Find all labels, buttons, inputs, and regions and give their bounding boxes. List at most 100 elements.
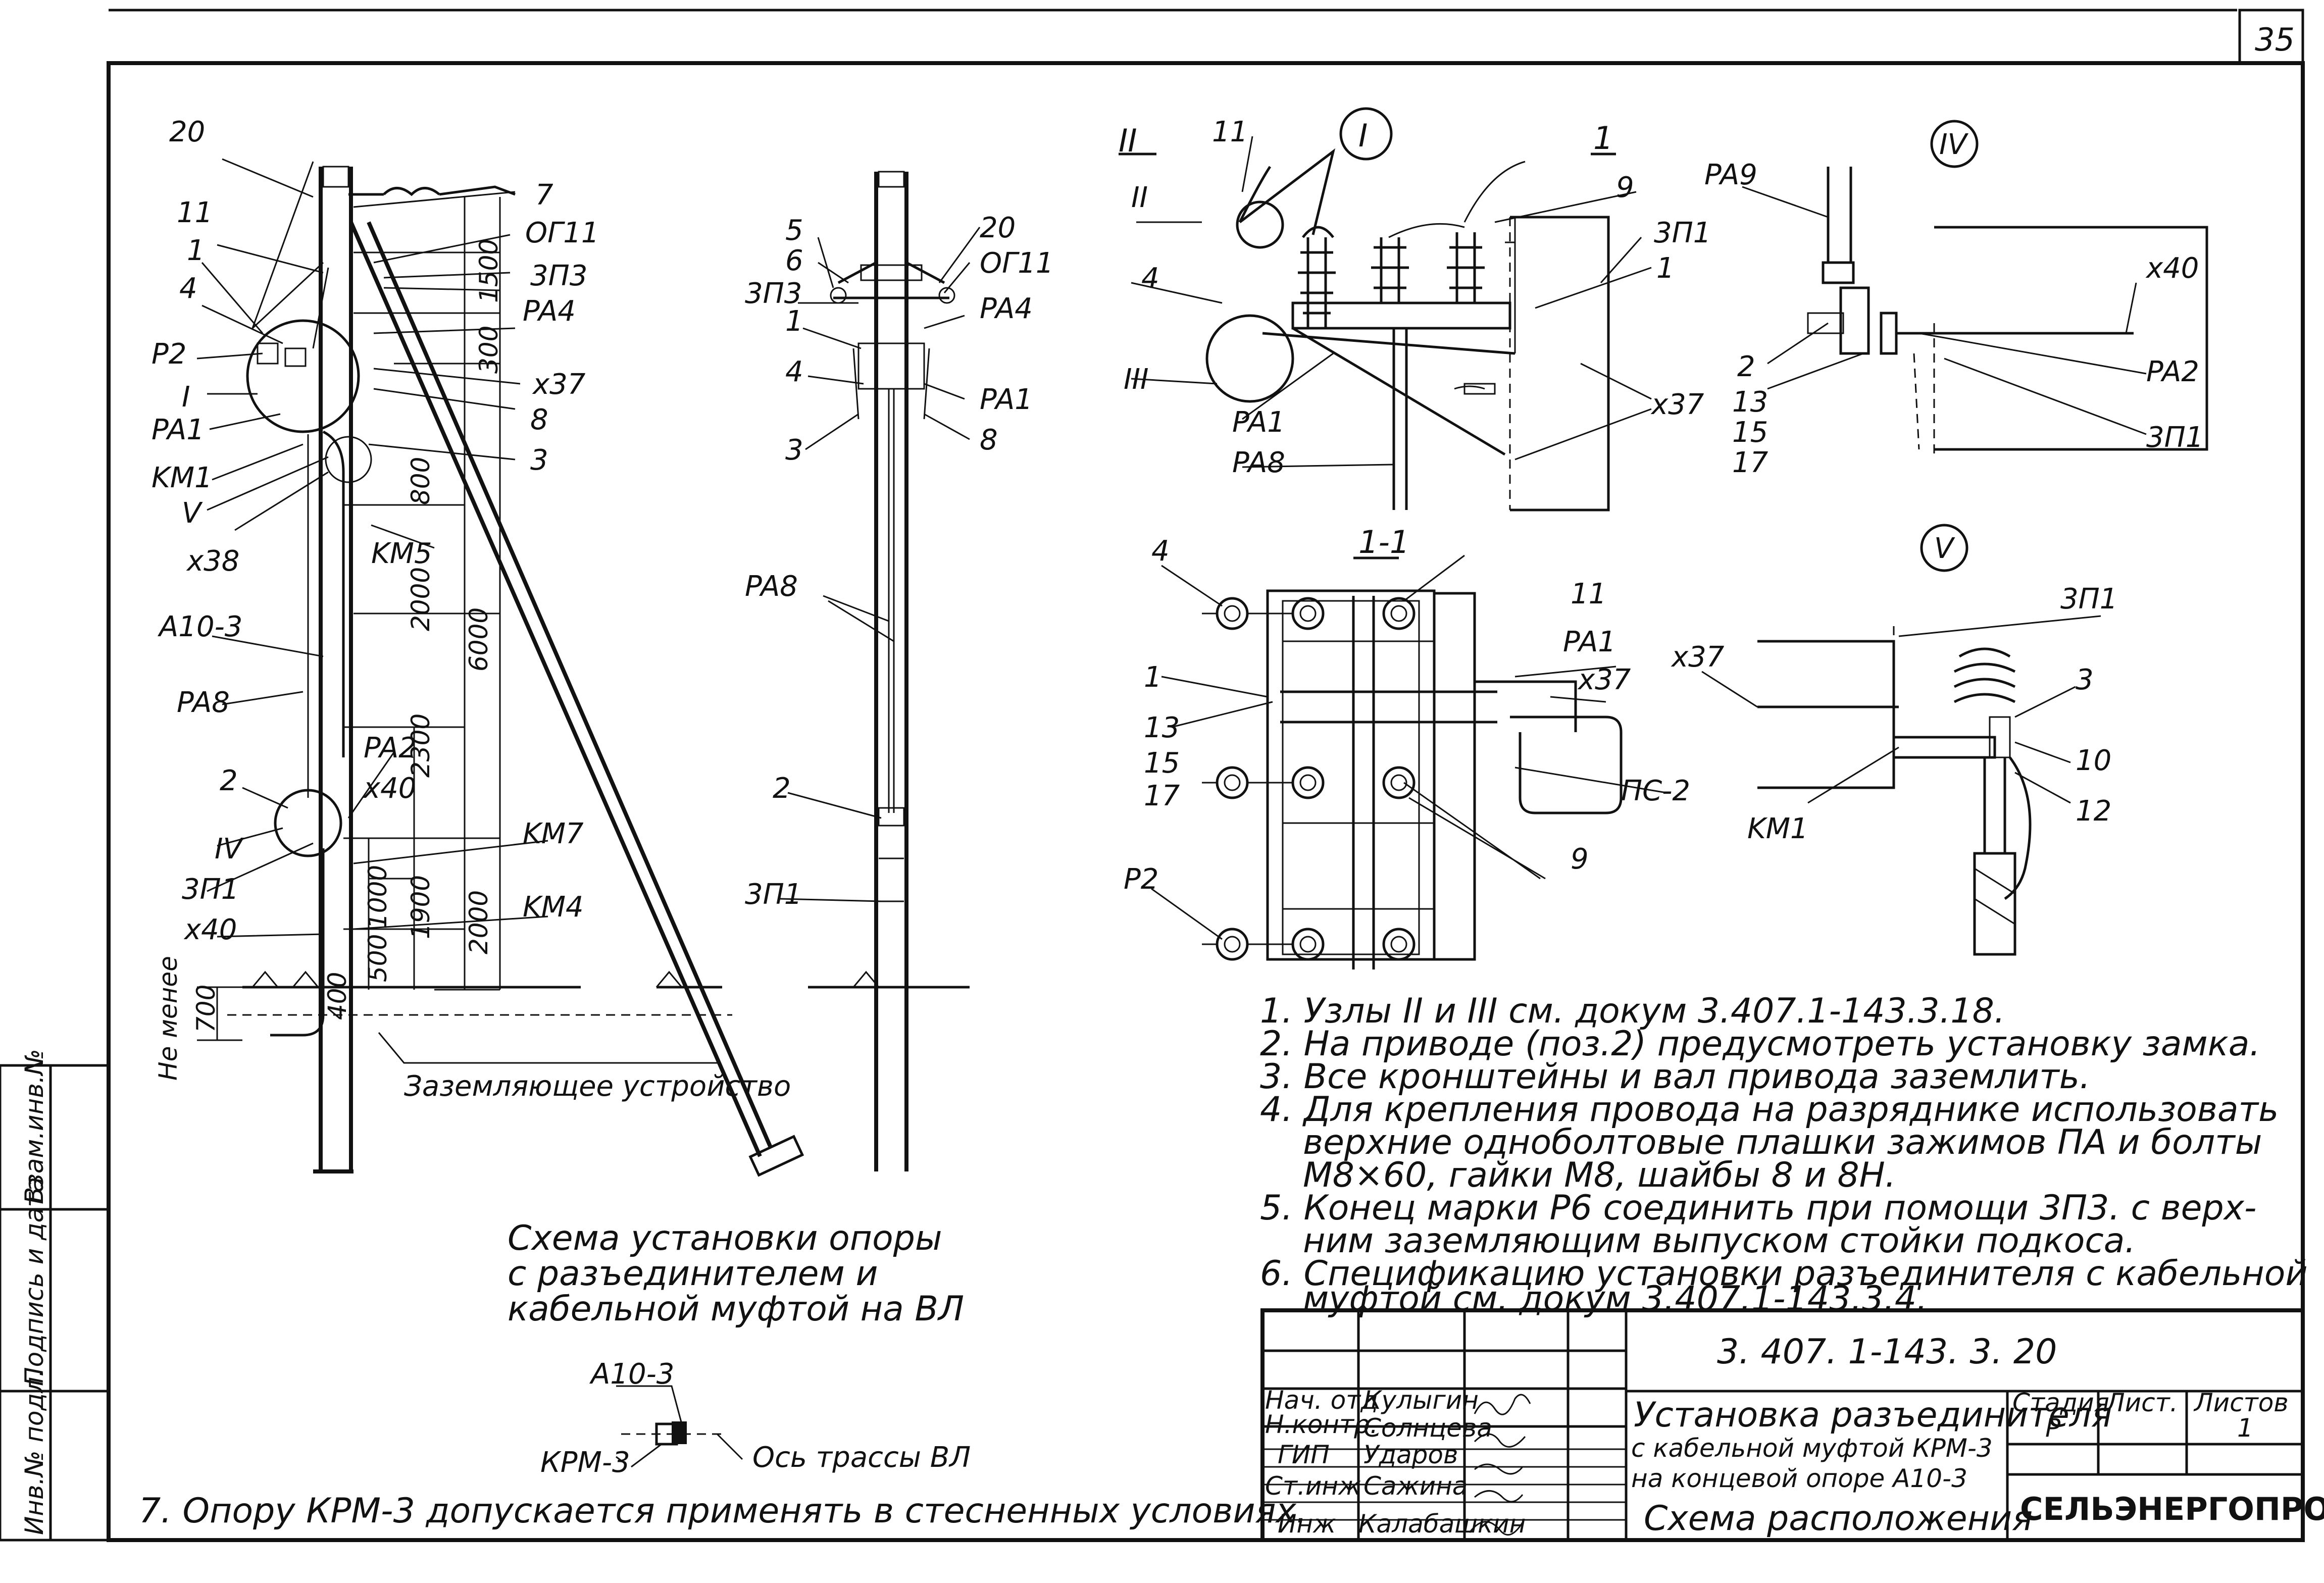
label-og11: OГ11 (525, 217, 599, 249)
svg-text:12: 12 (2076, 795, 2111, 828)
main-pole-labels: 20 11 1 4 P2 I PA1 KM1 V x38 A10-3 PA8 2… (151, 116, 791, 1103)
svg-text:Сажина: Сажина (1363, 1471, 1468, 1501)
label-km7: KM7 (523, 818, 584, 850)
svg-text:Солнцева: Солнцева (1363, 1413, 1492, 1443)
svg-text:P2: P2 (1124, 863, 1158, 896)
label-x38: x38 (186, 545, 239, 578)
signature-1 (1474, 1394, 1531, 1415)
svg-text:x37: x37 (1671, 641, 1725, 674)
margin-sign-label: Подпись и дата (20, 1177, 49, 1386)
dim-2000b: 2000 (464, 890, 493, 954)
note-4c: М8×60, гайки М8, шайбы 8 и 8Н. (1303, 1155, 1896, 1195)
svg-text:на концевой опоре А10-3: на концевой опоре А10-3 (1631, 1464, 1967, 1493)
svg-text:Инж: Инж (1278, 1509, 1336, 1539)
svg-text:3П1: 3П1 (745, 878, 802, 911)
detail-1-1: 1-1 (1151, 524, 1667, 969)
label-7: 7 (535, 179, 553, 212)
svg-text:8: 8 (980, 424, 998, 456)
svg-text:III: III (1124, 363, 1149, 396)
page-number-box (2238, 9, 2304, 65)
svg-text:10: 10 (2076, 744, 2111, 777)
label-x40b: x40 (363, 772, 416, 805)
margin-vzam-label: Взам.инв.№ (20, 1049, 49, 1204)
dim-700: 700 (191, 985, 221, 1033)
svg-text:PA8: PA8 (1232, 446, 1285, 479)
svg-text:Схема расположения: Схема расположения (1644, 1499, 2033, 1539)
note-4b: верхние одноболтовые плашки зажимов ПА и… (1303, 1122, 2262, 1162)
detail-i-title: I (1358, 117, 1368, 154)
detail-v: V (1701, 524, 2101, 956)
svg-text:Кулыгин: Кулыгин (1363, 1386, 1479, 1415)
dim-800: 800 (406, 457, 435, 505)
note-6: 6. Спецификацию установки разъединителя … (1260, 1254, 2308, 1294)
svg-text:6: 6 (785, 244, 803, 277)
svg-text:11: 11 (1571, 578, 1606, 610)
svg-text:PA2: PA2 (2146, 355, 2199, 388)
label-pa8: PA8 (177, 686, 230, 719)
svg-text:с кабельной муфтой КРМ-3: с кабельной муфтой КРМ-3 (1631, 1434, 1993, 1463)
label-x40: x40 (183, 913, 237, 946)
label-km5: KM5 (371, 537, 432, 570)
svg-text:1: 1 (1144, 661, 1162, 694)
label-3: 3 (530, 444, 548, 477)
note-6b: муфтой см. докум 3.407.1-143.3.4. (1303, 1279, 1928, 1319)
sheet-frame (107, 61, 2305, 1542)
plan-krm3: КРМ-3 (540, 1446, 630, 1479)
svg-text:KM1: KM1 (1747, 812, 1808, 845)
svg-text:1: 1 (785, 305, 803, 338)
dim-1000: 1000 (363, 865, 392, 929)
dim-2000: 2000 (406, 567, 435, 631)
label-20: 20 (169, 116, 205, 148)
signature-4 (1474, 1490, 1524, 1503)
svg-text:1: 1 (2237, 1413, 2253, 1443)
signature-2 (1474, 1433, 1526, 1448)
svg-text:Листов: Листов (2193, 1388, 2289, 1417)
svg-text:Ст.инж: Ст.инж (1265, 1471, 1361, 1501)
dim-2300: 2300 (406, 713, 435, 778)
margin-inv-label: Инв.№ подл. (20, 1369, 49, 1535)
side-pole-view (780, 171, 981, 1171)
detail-iv-title: IV (1939, 128, 1969, 161)
signature-5 (1469, 1521, 1524, 1536)
svg-text:x37: x37 (1650, 388, 1704, 421)
svg-text:5: 5 (785, 214, 803, 247)
svg-text:17: 17 (1144, 780, 1180, 812)
label-pa1: PA1 (151, 414, 205, 446)
main-pole-view (196, 158, 804, 1177)
detail-iv: IV (1742, 120, 2208, 454)
label-pa2: PA2 (364, 732, 417, 764)
label-1: 1 (187, 234, 205, 267)
svg-text:9: 9 (1571, 843, 1589, 876)
label-11: 11 (177, 196, 213, 229)
svg-text:PA1: PA1 (980, 383, 1033, 416)
svg-text:17: 17 (1732, 446, 1769, 479)
svg-text:Н.контр.: Н.контр. (1265, 1410, 1378, 1439)
detail-iv-labels: PA9 x40 2 13 15 17 PA2 3П1 (1704, 159, 2203, 479)
svg-text:3П1: 3П1 (2146, 421, 2203, 454)
svg-text:4: 4 (785, 355, 803, 388)
svg-text:13: 13 (1732, 386, 1768, 419)
svg-text:15: 15 (1144, 747, 1180, 780)
note-5: 5. Конец марки Р6 соединить при помощи 3… (1260, 1188, 2256, 1228)
label-node-i: I (182, 381, 190, 414)
svg-text:Стадия: Стадия (2012, 1388, 2109, 1417)
label-4: 4 (179, 272, 197, 305)
svg-text:3: 3 (2076, 663, 2094, 696)
svg-text:PA9: PA9 (1704, 159, 1757, 191)
notes-block: 1. Узлы II и III см. докум 3.407.1-143.3… (1260, 991, 2308, 1319)
svg-text:Нач. отд: Нач. отд (1265, 1386, 1378, 1415)
label-km1: KM1 (151, 462, 213, 494)
note-5b: ним заземляющим выпуском стойки подкоса. (1303, 1221, 2136, 1261)
svg-text:11: 11 (1212, 116, 1248, 148)
note-4: 4. Для крепления провода на разряднике и… (1260, 1090, 2279, 1130)
svg-text:3П1: 3П1 (1654, 217, 1711, 249)
detail-v-title: V (1934, 532, 1955, 565)
note-2: 2. На приводе (поз.2) предусмотреть уста… (1260, 1024, 2260, 1064)
svg-text:2: 2 (773, 772, 791, 805)
section-1-1-title: 1-1 (1358, 524, 1409, 560)
svg-text:PA4: PA4 (980, 292, 1033, 325)
label-ne-menee: Не менее (154, 956, 183, 1081)
dim-500: 500 (363, 934, 392, 982)
side-view-labels: 5 6 3П3 1 4 3 20 OГ11 PA4 PA1 8 PA8 2 3П… (745, 212, 1054, 911)
svg-text:OГ11: OГ11 (980, 247, 1054, 280)
